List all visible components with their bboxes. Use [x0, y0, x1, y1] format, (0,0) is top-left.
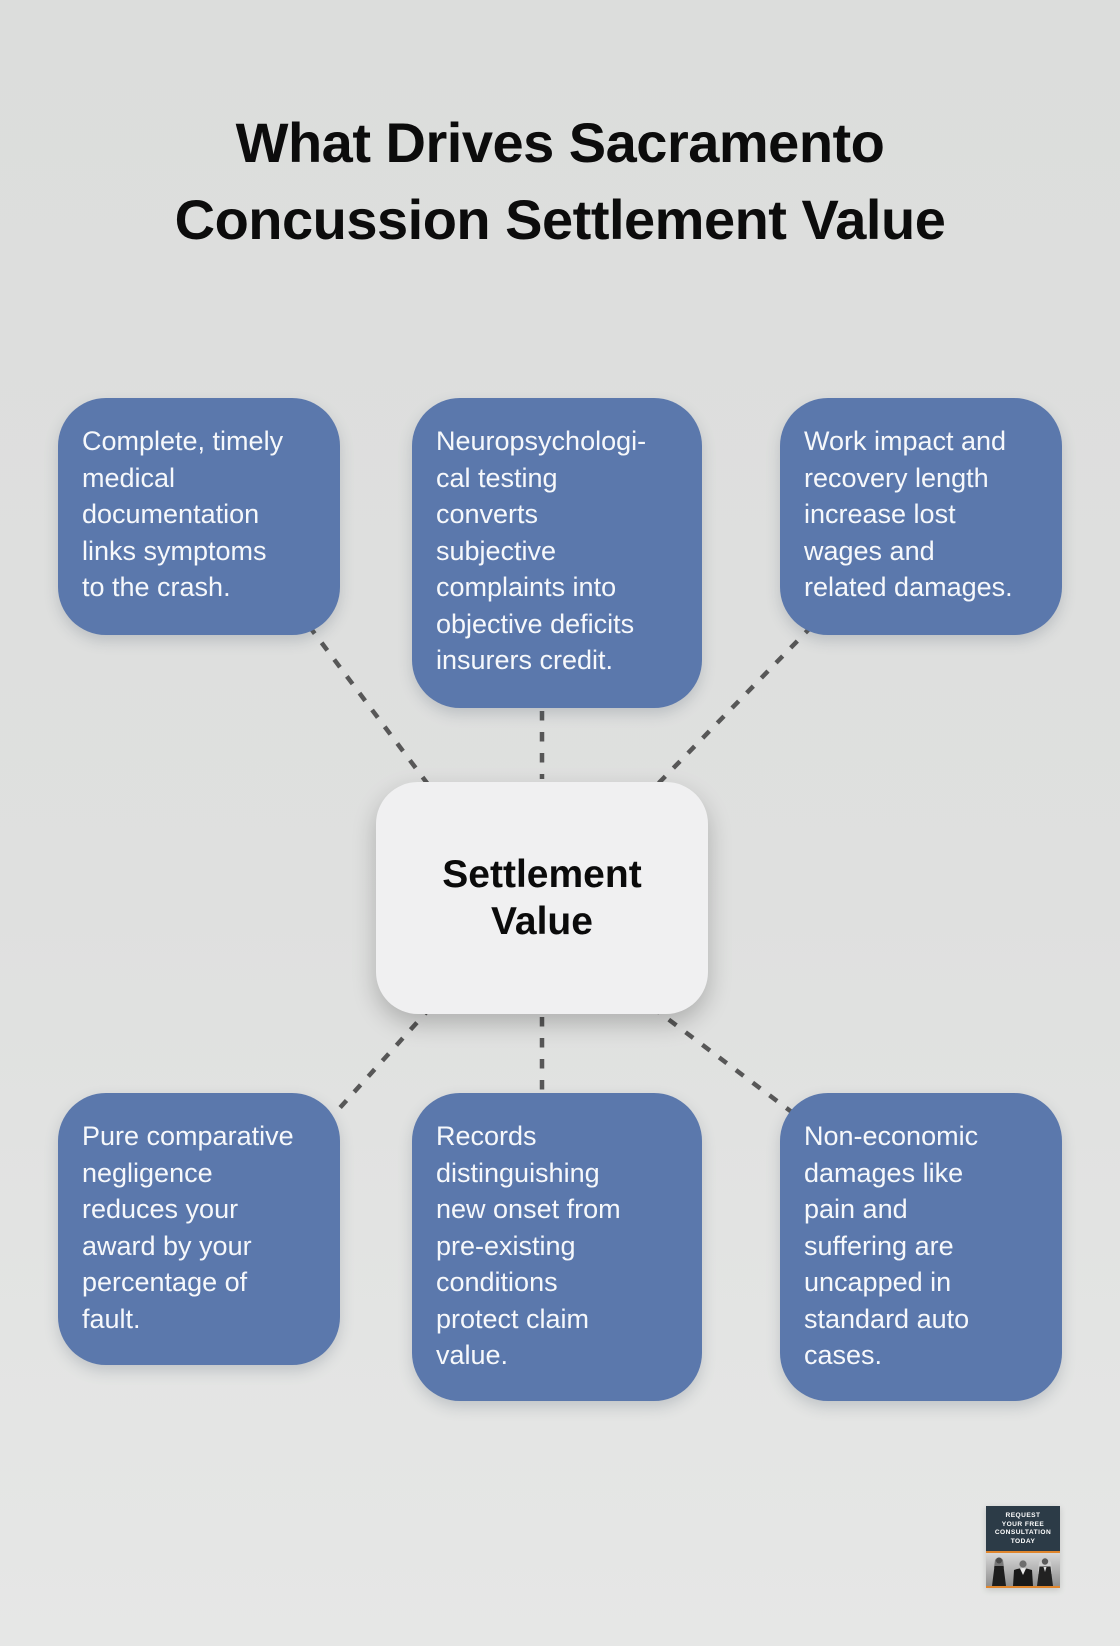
factor-box-medical-documentation: Complete, timely medical documentation l…	[58, 398, 340, 635]
page-title: What Drives Sacramento Concussion Settle…	[0, 104, 1120, 258]
factor-text: Complete, timely medical documentation l…	[82, 426, 284, 602]
connector-line-bottom-left	[335, 1005, 433, 1113]
central-node-label: Settlement Value	[442, 853, 642, 943]
connector-line-bottom-right	[650, 1005, 795, 1115]
cta-line-today: TODAY	[1010, 1537, 1036, 1545]
factor-box-records-preexisting: Records distinguishing new onset from pr…	[412, 1093, 702, 1401]
connector-line-top-right	[649, 624, 814, 793]
connector-line-top-left	[307, 624, 435, 793]
factor-text: Work impact and recovery length increase…	[804, 426, 1013, 602]
cta-line-consultation: CONSULTATION	[994, 1529, 1052, 1537]
person-silhouette-right	[1037, 1558, 1053, 1587]
cta-line-your-free: YOUR FREE	[1001, 1520, 1045, 1528]
consultation-cta-text-panel[interactable]: REQUEST YOUR FREE CONSULTATION TODAY	[986, 1506, 1060, 1552]
factor-text: Pure comparative negligence reduces your…	[82, 1121, 294, 1334]
law-team-photo	[986, 1553, 1060, 1587]
cta-line-request: REQUEST	[1005, 1512, 1041, 1519]
person-silhouette-center	[1013, 1560, 1033, 1587]
page-title-line-1: What Drives Sacramento	[235, 111, 885, 174]
factor-text: Non-economic damages like pain and suffe…	[804, 1121, 979, 1370]
person-silhouette-left	[992, 1557, 1006, 1587]
factor-box-neuropsychological-testing: Neuropsychologi- cal testing converts su…	[412, 398, 702, 708]
central-node-settlement-value: Settlement Value	[376, 782, 708, 1014]
factor-box-non-economic-damages: Non-economic damages like pain and suffe…	[780, 1093, 1062, 1401]
badge-divider-bottom	[986, 1586, 1060, 1589]
consultation-cta-badge[interactable]: REQUEST YOUR FREE CONSULTATION TODAY	[986, 1506, 1060, 1589]
factor-text: Records distinguishing new onset from pr…	[436, 1121, 621, 1370]
badge-divider-top	[986, 1551, 1060, 1554]
factor-box-comparative-negligence: Pure comparative negligence reduces your…	[58, 1093, 340, 1365]
factor-box-work-impact-lost-wages: Work impact and recovery length increase…	[780, 398, 1062, 635]
factor-text: Neuropsychologi- cal testing converts su…	[436, 426, 647, 675]
page-title-line-2: Concussion Settlement Value	[174, 188, 946, 251]
